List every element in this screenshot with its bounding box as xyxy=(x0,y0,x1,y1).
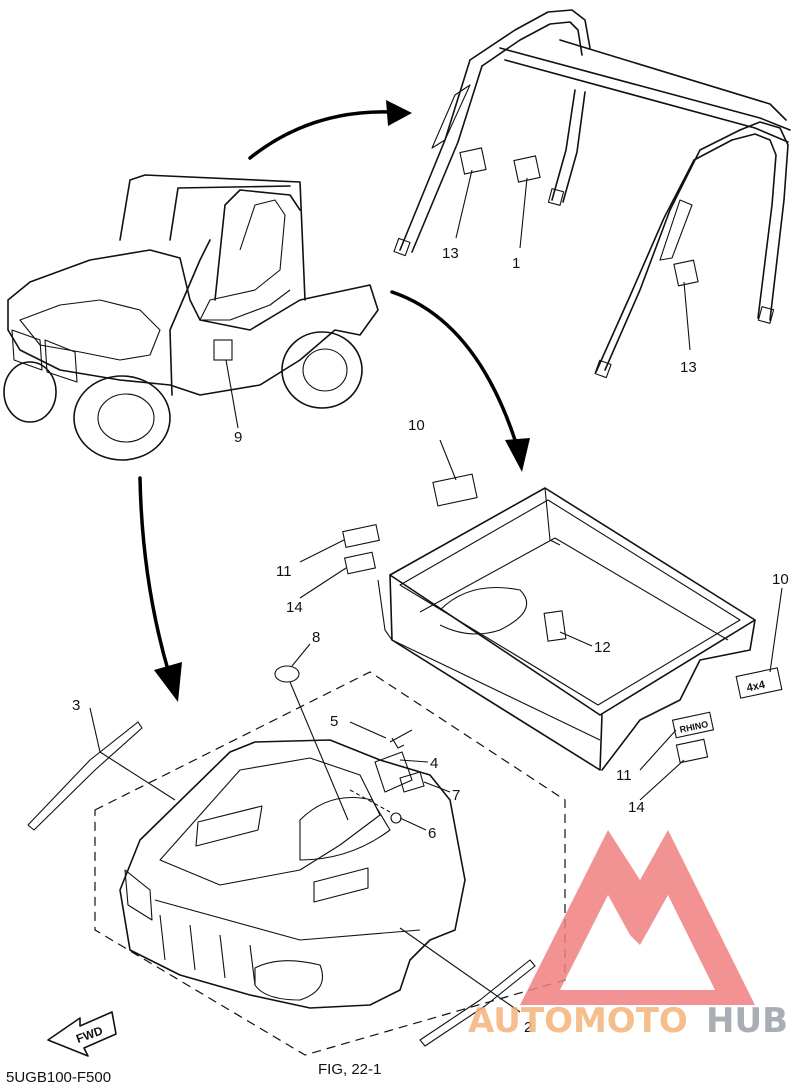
cage-label-13b xyxy=(673,259,699,287)
cage-label-13a xyxy=(459,147,487,175)
callout-9: 9 xyxy=(234,429,242,446)
emblem xyxy=(274,665,300,683)
box-label-11a xyxy=(342,523,380,549)
callout-13b: 13 xyxy=(680,359,697,376)
callout-6: 6 xyxy=(428,825,436,842)
box-label-10a xyxy=(432,473,478,507)
front-hood xyxy=(27,643,536,1047)
box-label-10b xyxy=(735,667,783,699)
box-decal-text: 4x4 xyxy=(746,679,767,695)
vehicle-overview xyxy=(3,174,379,461)
vehicle-label-9 xyxy=(213,339,233,361)
direction-arrows xyxy=(138,100,530,702)
callout-8: 8 xyxy=(312,629,320,646)
callout-11b: 11 xyxy=(616,767,632,784)
bracket xyxy=(374,751,413,793)
watermark-text-2: HUB xyxy=(706,1001,788,1041)
callout-10b: 10 xyxy=(772,571,789,588)
washer xyxy=(390,812,402,824)
box-label-11b xyxy=(671,711,715,739)
cage-label-1 xyxy=(513,155,541,183)
box-label-14a xyxy=(343,551,377,575)
hood-stripe-decal xyxy=(27,721,143,831)
diagram-code: 5UGB100-F500 xyxy=(6,1069,111,1085)
box-label-12 xyxy=(543,610,567,642)
box-label-14b xyxy=(675,738,709,764)
bolt xyxy=(389,729,413,749)
callout-5: 5 xyxy=(330,713,338,730)
callout-numbers: 13 1 13 9 10 10 11 14 12 11 14 8 3 5 4 7… xyxy=(72,245,789,1036)
watermark-logo: AUTOMOTO HUB xyxy=(468,830,788,1041)
callout-12: 12 xyxy=(594,639,611,656)
callout-1: 1 xyxy=(512,255,520,272)
callout-14b: 14 xyxy=(628,799,645,816)
callout-7: 7 xyxy=(452,787,460,804)
watermark-text-1: AUTOMOTO xyxy=(468,1001,688,1041)
callout-4: 4 xyxy=(430,755,438,772)
callout-10a: 10 xyxy=(408,417,425,434)
fwd-arrow: FWD xyxy=(47,1011,117,1057)
side-stripe-decal xyxy=(419,959,536,1047)
watermark-triangle xyxy=(520,830,755,1005)
fwd-label: FWD xyxy=(74,1023,105,1046)
callout-2: 2 xyxy=(524,1019,532,1036)
figure-reference: FIG, 22-1 xyxy=(318,1061,381,1078)
callout-13a: 13 xyxy=(442,245,459,262)
roll-cage xyxy=(393,9,791,379)
callout-3: 3 xyxy=(72,697,80,714)
cargo-box: 4x4 RHINO xyxy=(299,439,783,801)
callout-14a: 14 xyxy=(286,599,303,616)
callout-11a: 11 xyxy=(276,563,292,580)
